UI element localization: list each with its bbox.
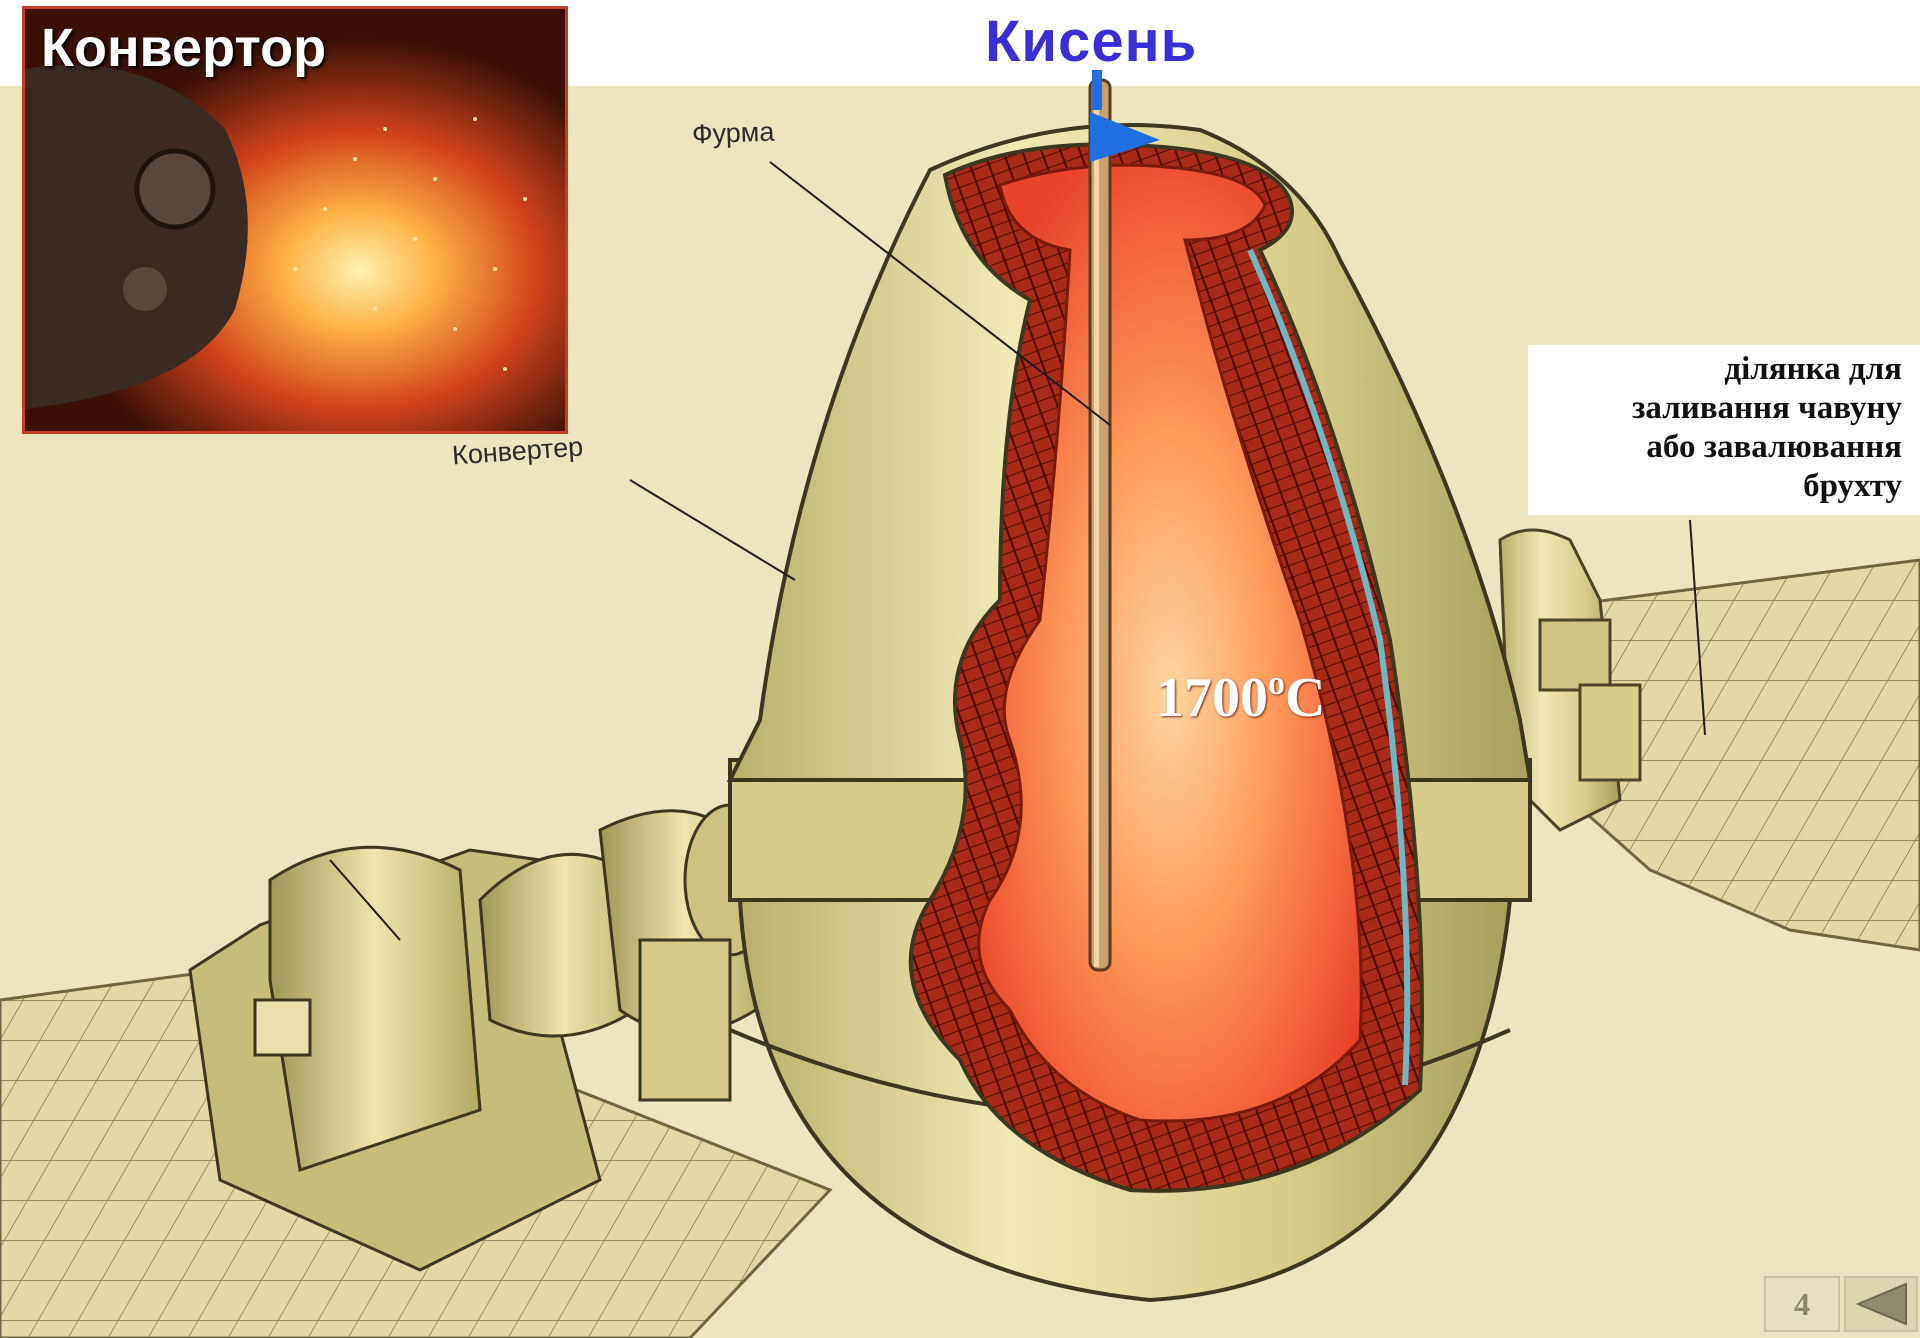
oxygen-label: Кисень: [985, 8, 1197, 75]
note-line: або завалювання: [1530, 428, 1902, 467]
converter-vessel: [730, 125, 1530, 1300]
converter-photo: Конвертор: [22, 6, 568, 434]
note-line: ділянка для: [1530, 350, 1902, 389]
temperature-degree: o: [1268, 665, 1285, 702]
oxygen-lance: [1090, 80, 1110, 970]
charging-area-note: ділянка для заливання чавуну або завалюв…: [1530, 350, 1902, 506]
temperature-label: 1700oC: [1156, 665, 1325, 730]
lance-label: Фурма: [691, 117, 774, 151]
page-number: 4: [1764, 1276, 1840, 1332]
photo-label: Конвертор: [41, 17, 326, 79]
note-line: заливання чавуну: [1530, 389, 1902, 428]
temperature-unit: C: [1285, 667, 1325, 729]
temperature-value: 1700: [1156, 667, 1268, 729]
back-button[interactable]: [1844, 1276, 1918, 1332]
note-line: брухту: [1530, 467, 1902, 506]
triangle-left-icon: [1846, 1278, 1916, 1330]
